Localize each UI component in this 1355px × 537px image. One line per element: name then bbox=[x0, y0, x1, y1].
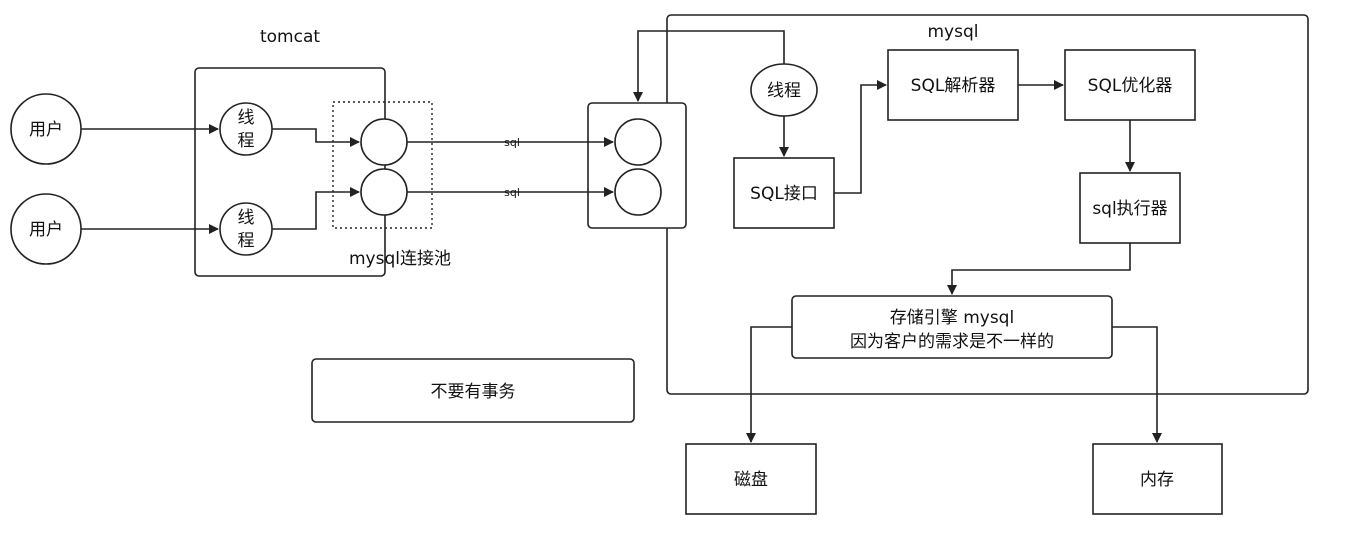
storage-engine-label-line2: 因为客户的需求是不一样的 bbox=[850, 332, 1054, 352]
tomcat-container bbox=[194, 67, 386, 277]
sql-optimizer-box bbox=[1064, 49, 1196, 121]
connection-pool-box bbox=[332, 101, 433, 229]
tomcat-thread-1-label-a: 线 bbox=[238, 108, 255, 128]
edge-thread1-to-pool1 bbox=[272, 128, 360, 147]
sql-executor-box bbox=[1079, 172, 1181, 244]
mysql-thread-label: 线程 bbox=[767, 81, 801, 101]
tomcat-thread-2-label-a: 线 bbox=[238, 208, 255, 228]
mysql-connection-2 bbox=[614, 168, 662, 216]
edge-thread2-to-pool2 bbox=[272, 187, 360, 230]
memory-label: 内存 bbox=[1140, 470, 1174, 490]
user-node-1-label: 用户 bbox=[29, 120, 63, 140]
sql-optimizer-label: SQL优化器 bbox=[1088, 76, 1173, 96]
edge-storage-to-memory bbox=[1112, 326, 1162, 443]
no-transaction-box bbox=[311, 358, 635, 423]
no-transaction-label: 不要有事务 bbox=[431, 382, 516, 402]
user-node-2-label: 用户 bbox=[29, 220, 63, 240]
sql-interface-box bbox=[733, 157, 835, 229]
tomcat-thread-2-label-b: 程 bbox=[238, 231, 255, 251]
mysql-connection-1 bbox=[614, 118, 662, 166]
edge-executor-to-storage bbox=[947, 243, 1131, 295]
edge-thread-to-connection-box bbox=[633, 30, 785, 102]
edge-sql-label-1: sql bbox=[504, 136, 520, 149]
memory-box bbox=[1092, 443, 1223, 515]
sql-executor-label: sql执行器 bbox=[1092, 199, 1167, 219]
edge-sql-label-2: sql bbox=[504, 186, 520, 199]
edge-storage-to-disk bbox=[746, 326, 792, 443]
mysql-container-label: mysql bbox=[928, 22, 979, 42]
connection-pool-label: mysql连接池 bbox=[349, 249, 451, 269]
disk-label: 磁盘 bbox=[734, 470, 768, 490]
pool-connection-1 bbox=[360, 118, 408, 166]
sql-parser-box bbox=[887, 49, 1019, 121]
pool-connection-2 bbox=[360, 168, 408, 216]
edge-interface-to-parser bbox=[834, 80, 887, 194]
tomcat-label: tomcat bbox=[260, 27, 320, 47]
storage-engine-label-line1: 存储引擎 mysql bbox=[890, 308, 1014, 328]
sql-interface-label: SQL接口 bbox=[750, 184, 818, 204]
disk-box bbox=[685, 443, 817, 515]
sql-parser-label: SQL解析器 bbox=[911, 76, 996, 96]
tomcat-thread-1-label-b: 程 bbox=[238, 131, 255, 151]
